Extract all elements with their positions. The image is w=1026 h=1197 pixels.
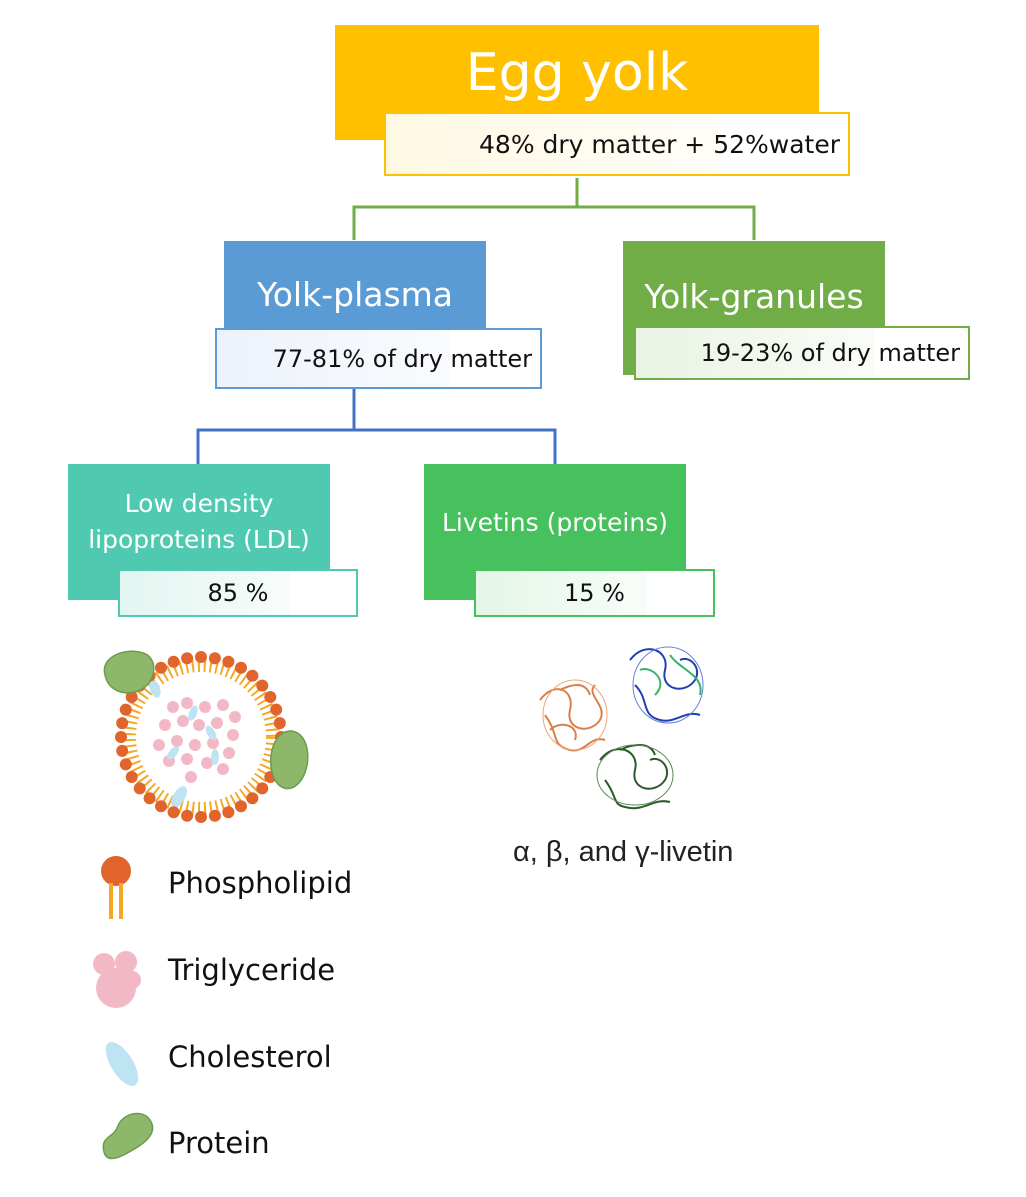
egg-yolk-subtitle-box: 48% dry matter + 52%water xyxy=(384,112,850,176)
phospholipid-head xyxy=(125,771,138,783)
egg-yolk-subtitle: 48% dry matter + 52%water xyxy=(479,129,840,159)
livetins-caption: α, β, and γ-livetin xyxy=(513,836,734,868)
triglyceride-cluster xyxy=(153,697,241,783)
phospholipid-head xyxy=(116,717,129,730)
protein-icon xyxy=(102,1112,154,1160)
livetins-value: 15 % xyxy=(564,579,625,607)
legend-label-phospholipid: Phospholipid xyxy=(168,866,353,900)
ldl-value-box: 85 % xyxy=(118,569,358,617)
yolk-plasma-box: Yolk-plasma xyxy=(224,241,486,341)
phospholipid-head xyxy=(155,661,167,674)
phospholipid-head xyxy=(264,691,277,703)
phospholipid-head xyxy=(246,792,259,805)
livetins-value-box: 15 % xyxy=(474,569,715,617)
yolk-granules-subtitle: 19-23% of dry matter xyxy=(700,339,960,367)
phospholipid-head xyxy=(119,703,132,716)
phospholipid-head xyxy=(125,691,138,703)
cholesterol-cluster xyxy=(149,680,219,808)
cholesterol-icon xyxy=(105,1042,139,1086)
livetin-structures-illustration xyxy=(539,646,704,810)
egg-yolk-title: Egg yolk xyxy=(465,43,689,103)
phospholipid-head xyxy=(155,800,167,813)
protein-blob-left xyxy=(103,650,155,694)
legend-label-cholesterol: Cholesterol xyxy=(168,1040,332,1074)
phospholipid-head xyxy=(256,782,269,795)
phospholipid-head xyxy=(143,792,156,805)
phospholipid-head xyxy=(115,731,127,743)
yolk-granules-title: Yolk-granules xyxy=(644,277,864,316)
phospholipid-head xyxy=(222,806,235,819)
triglyceride-icon xyxy=(93,951,141,1008)
phospholipid-head xyxy=(235,800,247,813)
phospholipid-head xyxy=(181,809,194,822)
phospholipid-head xyxy=(235,661,247,674)
phospholipid-head xyxy=(167,806,180,819)
gamma-livetin-structure xyxy=(596,744,674,810)
alpha-livetin-structure xyxy=(539,679,608,752)
ldl-value: 85 % xyxy=(207,579,269,607)
livetins-title: Livetins (proteins) xyxy=(441,508,668,537)
yolk-plasma-subtitle: 77-81% of dry matter xyxy=(272,344,532,373)
phospholipid-head xyxy=(208,809,221,822)
phospholipid-head xyxy=(222,655,235,668)
phospholipid-head xyxy=(208,652,221,665)
protein-blob-right xyxy=(270,730,309,790)
phospholipid-head xyxy=(133,782,146,795)
phospholipid-head xyxy=(195,811,207,823)
legend-label-triglyceride: Triglyceride xyxy=(168,953,336,987)
phospholipid-head xyxy=(270,703,283,716)
phospholipid-head xyxy=(273,717,286,730)
ldl-title-line2: lipoproteins (LDL) xyxy=(88,525,310,554)
phospholipid-head xyxy=(116,744,129,757)
phospholipid-head xyxy=(246,669,259,682)
phospholipid-head xyxy=(119,758,132,771)
phospholipid-head xyxy=(195,651,207,663)
yolk-plasma-subtitle-box: 77-81% of dry matter xyxy=(215,328,542,389)
beta-livetin-structure xyxy=(629,646,704,724)
legend-label-protein: Protein xyxy=(168,1126,270,1160)
phospholipid-head xyxy=(181,652,194,665)
yolk-plasma-title: Yolk-plasma xyxy=(256,275,454,314)
ldl-title-line1: Low density xyxy=(124,489,274,518)
phospholipid-icon xyxy=(101,856,131,919)
yolk-granules-subtitle-box: 19-23% of dry matter xyxy=(634,326,970,380)
ldl-particle-illustration xyxy=(103,650,309,823)
phospholipid-head xyxy=(256,679,269,692)
phospholipid-head xyxy=(167,655,180,668)
